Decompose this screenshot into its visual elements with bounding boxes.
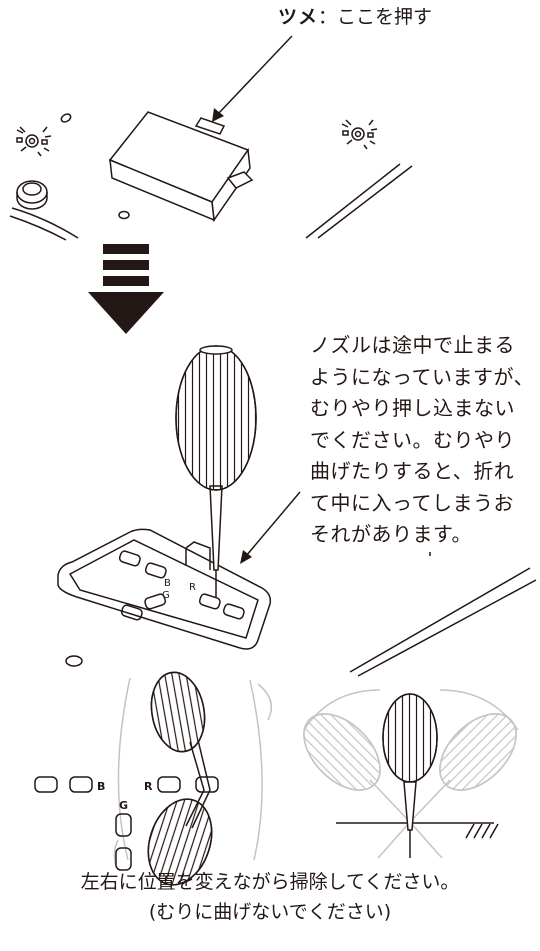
label-b-big: B (97, 780, 105, 793)
callout-claw-label: ツメ (278, 6, 319, 28)
note-line: て中に入ってしまうお (310, 490, 514, 515)
callout-instruction: ：ここを押す (318, 6, 433, 28)
note-line: ようになっていますが、 (310, 364, 535, 389)
note-line: 曲げたりすると、折れ (310, 459, 515, 483)
round-button (16, 180, 48, 210)
down-arrow (88, 244, 164, 334)
tray (57, 528, 272, 650)
cover-claw (194, 117, 226, 135)
ink-cover (108, 111, 254, 223)
bend-scene-right (303, 689, 519, 859)
note-line: それがあります。 (310, 522, 472, 546)
label-r-small: R (189, 582, 196, 593)
label-g-small: G (162, 590, 170, 601)
label-g-big: G (119, 799, 128, 812)
tray-slots (118, 550, 245, 621)
footer-instruction: 左右に位置を変えながら掃除してください。 (80, 871, 460, 893)
nozzle (209, 485, 223, 571)
callout-arrowhead (212, 108, 224, 122)
nozzle-tray-scene: B G R (57, 345, 537, 677)
footer-caution: (むりに曲げないでください) (148, 901, 392, 923)
printer-top-scene (9, 35, 413, 241)
callout-arrow (217, 35, 293, 115)
label-b-small: B (164, 578, 171, 589)
ornament-right (341, 119, 378, 150)
note-line: むりやり押し込まない (310, 396, 515, 420)
claw-callout: ツメ：ここを押す (278, 4, 432, 31)
ornament-left (16, 126, 52, 157)
bend-scene-left: B R G (34, 671, 273, 886)
note-arrow (245, 491, 301, 557)
note-line: ノズルは途中で止まる (310, 333, 515, 357)
note-line: でください。むりやり (310, 427, 515, 452)
warning-note: ノズルは途中で止まる ようになっていますが、 むりやり押し込まない でください。… (310, 330, 538, 551)
label-r-big: R (144, 780, 153, 793)
